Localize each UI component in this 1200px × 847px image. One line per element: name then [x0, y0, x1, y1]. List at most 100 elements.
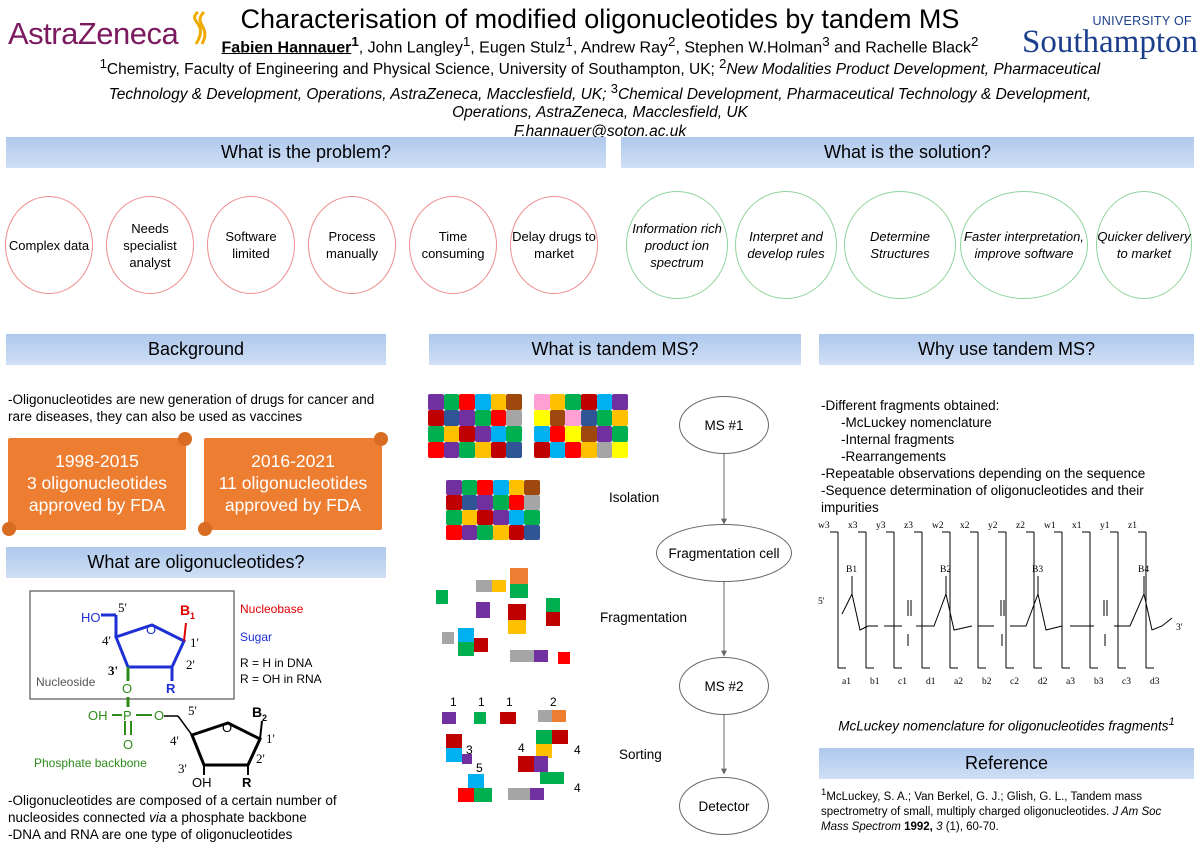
- svg-text:3': 3': [178, 761, 187, 776]
- svg-text:c3: c3: [1122, 677, 1131, 687]
- svg-text:a3: a3: [1066, 677, 1075, 687]
- svg-text:5: 5: [476, 761, 483, 775]
- svg-text:O: O: [123, 737, 133, 752]
- svg-text:a1: a1: [842, 677, 851, 687]
- affiliations: 1Chemistry, Faculty of Engineering and P…: [99, 56, 1101, 140]
- svg-text:y3: y3: [876, 521, 886, 531]
- svg-text:z1: z1: [1128, 521, 1137, 531]
- problem-step: Needs specialist analyst: [106, 196, 194, 294]
- svg-text:d3: d3: [1150, 677, 1160, 687]
- svg-text:O: O: [222, 720, 232, 735]
- svg-text:y1: y1: [1100, 521, 1110, 531]
- puzzle-isolated: [446, 480, 540, 540]
- flow-ms2: MS #2: [679, 657, 769, 715]
- oligonucleotide-structure: HO 5' 4' O B 1 1' 2' 3' R O Nucleoside N…: [29, 590, 322, 790]
- svg-text:1': 1': [190, 635, 199, 650]
- oligos-description: -Oligonucleotides are composed of a cert…: [8, 793, 337, 842]
- svg-text:OH: OH: [192, 775, 212, 790]
- svg-text:1: 1: [450, 695, 457, 709]
- svg-text:P: P: [123, 708, 132, 723]
- tandem-flow-arrows: [721, 452, 727, 775]
- stage-isolation: Isolation: [609, 490, 660, 505]
- background-text: -Oligonucleotides are new generation of …: [8, 392, 375, 424]
- svg-text:1: 1: [190, 611, 195, 621]
- svg-text:O: O: [154, 708, 164, 723]
- svg-text:b2: b2: [982, 677, 992, 687]
- fda-banner-2016: 2016-2021 11 oligonucleotides approved b…: [198, 432, 388, 536]
- svg-text:2': 2': [256, 751, 265, 766]
- solution-step: Interpret and develop rules: [735, 191, 837, 299]
- svg-text:3': 3': [1176, 623, 1183, 633]
- svg-text:2: 2: [262, 713, 267, 723]
- presenter-name: Fabien Hannauer: [221, 39, 352, 57]
- puzzle-mixture-b: [534, 394, 628, 458]
- problem-step: Delay drugs to market: [510, 196, 598, 294]
- svg-text:O: O: [146, 622, 156, 637]
- solution-step: Information rich product ion spectrum: [626, 191, 728, 299]
- solution-step: Quicker delivery to market: [1096, 191, 1192, 299]
- svg-text:B: B: [180, 602, 190, 618]
- svg-text:R = H in DNA: R = H in DNA: [240, 656, 312, 670]
- svg-text:d2: d2: [1038, 677, 1048, 687]
- svg-text:3': 3': [108, 663, 118, 678]
- svg-text:w2: w2: [932, 521, 944, 531]
- svg-text:R: R: [242, 775, 252, 790]
- svg-text:R: R: [166, 681, 176, 696]
- svg-text:4': 4': [102, 633, 111, 648]
- problem-step: Complex data: [5, 196, 93, 294]
- contact-email[interactable]: F.hannauer@soton.ac.uk: [513, 122, 687, 140]
- svg-text:B: B: [252, 704, 262, 720]
- svg-text:w1: w1: [1044, 521, 1056, 531]
- svg-text:b3: b3: [1094, 677, 1104, 687]
- stage-fragmentation: Fragmentation: [600, 610, 688, 625]
- svg-text:1: 1: [506, 695, 513, 709]
- problem-heading: What is the problem?: [6, 137, 606, 168]
- svg-text:4: 4: [574, 781, 581, 795]
- svg-text:4': 4': [170, 733, 179, 748]
- svg-text:d1: d1: [926, 677, 936, 687]
- flow-detector: Detector: [679, 777, 769, 835]
- svg-text:z3: z3: [904, 521, 913, 531]
- svg-text:x1: x1: [1072, 521, 1082, 531]
- svg-text:B1: B1: [846, 565, 857, 575]
- oligos-heading: What are oligonucleotides?: [6, 547, 386, 578]
- solution-step: Faster interpretation, improve software: [960, 191, 1088, 299]
- astrazeneca-swirl-icon: [193, 10, 207, 45]
- why-heading: Why use tandem MS?: [819, 334, 1194, 365]
- astrazeneca-logo: AstraZeneca: [8, 10, 214, 52]
- svg-text:c2: c2: [1010, 677, 1019, 687]
- svg-text:B3: B3: [1032, 565, 1043, 575]
- svg-text:a2: a2: [954, 677, 963, 687]
- tandem-heading: What is tandem MS?: [429, 334, 801, 365]
- solution-step: Determine Structures: [844, 191, 956, 299]
- solution-heading: What is the solution?: [621, 137, 1194, 168]
- svg-text:4: 4: [518, 741, 525, 755]
- puzzle-fragments: [436, 568, 570, 664]
- svg-text:b1: b1: [870, 677, 880, 687]
- svg-text:B2: B2: [940, 565, 951, 575]
- why-list: -Different fragments obtained: -McLuckey…: [821, 398, 1146, 515]
- mcluckey-caption: McLuckey nomenclature for oligonucleotid…: [838, 716, 1175, 734]
- svg-text:2': 2': [186, 657, 195, 672]
- nucleoside-box: [29, 590, 235, 700]
- svg-text:Nucleoside: Nucleoside: [36, 675, 96, 689]
- svg-text:OH: OH: [88, 708, 108, 723]
- southampton-logo: UNIVERSITY OF Southampton: [1022, 14, 1199, 60]
- problem-step: Software limited: [207, 196, 295, 294]
- flow-fragmentation-cell: Fragmentation cell: [656, 524, 792, 582]
- svg-text:B4: B4: [1138, 565, 1149, 575]
- svg-text:w3: w3: [818, 521, 830, 531]
- svg-text:2: 2: [550, 695, 557, 709]
- stage-sorting: Sorting: [619, 747, 662, 762]
- svg-text:O: O: [122, 681, 132, 696]
- svg-text:5': 5': [118, 600, 127, 615]
- svg-text:5': 5': [818, 597, 825, 607]
- problem-step: Time consuming: [409, 196, 497, 294]
- svg-text:Sugar: Sugar: [240, 630, 272, 644]
- flow-ms1: MS #1: [679, 396, 769, 454]
- svg-text:x2: x2: [960, 521, 970, 531]
- svg-text:1: 1: [478, 695, 485, 709]
- puzzle-mixture-a: [428, 394, 522, 458]
- fda-banner-1998: 1998-2015 3 oligonucleotides approved by…: [2, 432, 192, 536]
